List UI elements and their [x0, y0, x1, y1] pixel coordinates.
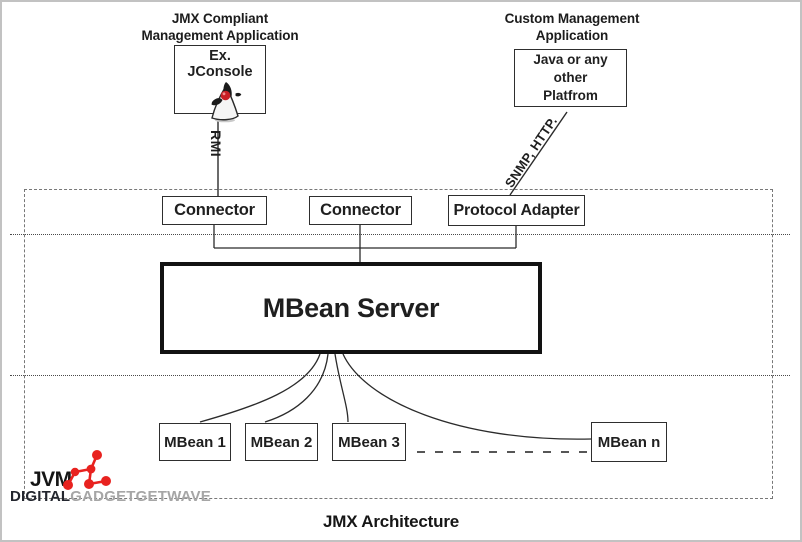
mbean-box-2: MBean 2	[245, 423, 318, 461]
custom-app-box-line1: Java or any other	[533, 52, 608, 85]
snmp-edge-label: SNMP, HTTP.	[501, 113, 561, 191]
mbean-box-n: MBean n	[591, 422, 667, 462]
jconsole-box: Ex. JConsole	[174, 45, 266, 123]
custom-app-box-text: Java or any other Platfrom	[515, 51, 626, 105]
custom-app-title: Custom Management Application	[472, 10, 672, 44]
rmi-edge-label: RMI	[208, 130, 224, 158]
connector-box-2: Connector	[309, 196, 412, 225]
custom-app-title-line1: Custom Management	[504, 11, 640, 26]
custom-app-box: Java or any other Platfrom	[514, 49, 627, 107]
mbean-server-box: MBean Server	[160, 262, 542, 354]
connector-box-1: Connector	[162, 196, 267, 225]
watermark: DIGITALGADGETGETWAVE	[10, 488, 211, 505]
dotted-separator-bottom	[10, 375, 790, 376]
dotted-separator-top	[10, 234, 790, 235]
custom-app-title-line2: Application	[535, 28, 609, 43]
protocol-adapter-box: Protocol Adapter	[448, 195, 585, 226]
watermark-bold-part: DIGITAL	[10, 488, 71, 505]
jvm-label: JVM	[30, 468, 72, 491]
mbean-box-1: MBean 1	[159, 423, 231, 461]
mbean-box-3: MBean 3	[332, 423, 406, 461]
diagram-caption: JMX Architecture	[323, 512, 459, 531]
java-duke-mascot-icon	[204, 81, 246, 128]
jconsole-label: Ex. JConsole	[187, 48, 253, 80]
red-molecule-logo-icon	[60, 448, 114, 497]
jmx-app-title-line1: JMX Compliant	[171, 11, 269, 26]
custom-app-box-line2: Platfrom	[543, 88, 598, 103]
jmx-app-title-line2: Management Application	[141, 28, 299, 43]
jvm-boundary-dashed-rect	[24, 189, 773, 499]
jmx-app-title: JMX Compliant Management Application	[120, 10, 320, 44]
watermark-light-part: GADGETGETWAVE	[70, 488, 211, 505]
